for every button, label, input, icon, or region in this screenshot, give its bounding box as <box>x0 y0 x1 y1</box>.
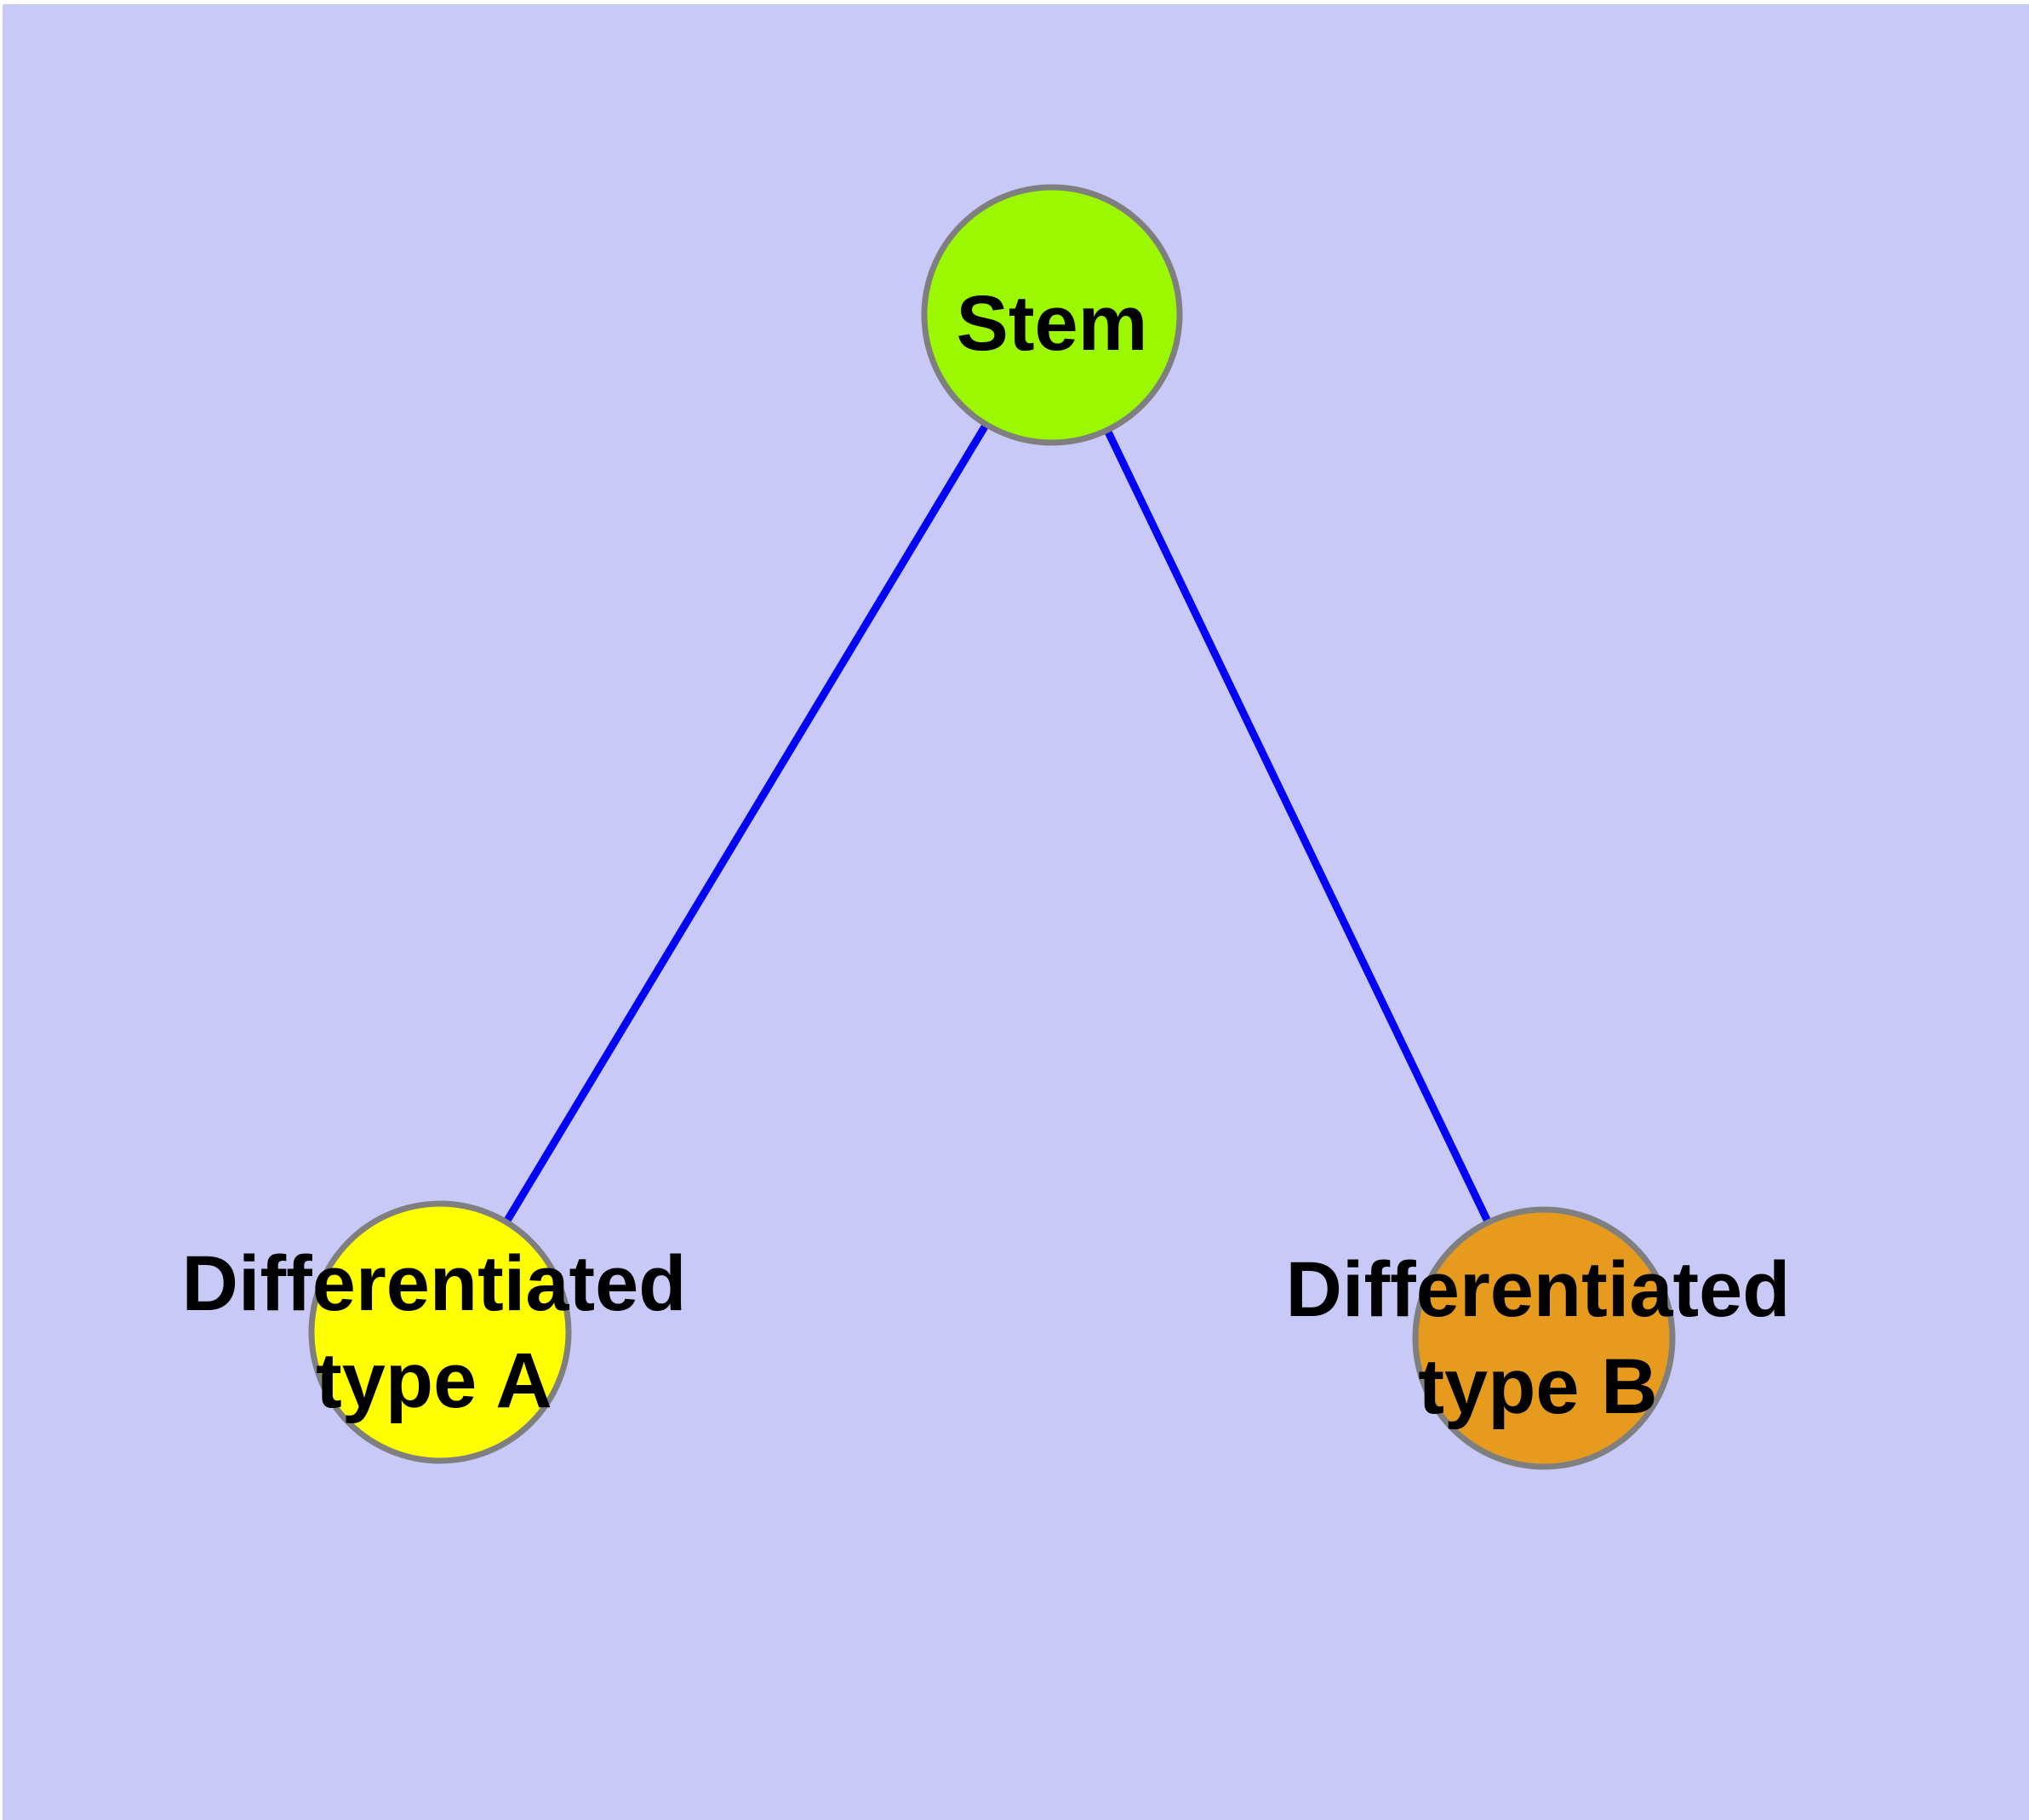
edge-stem-to-type-b <box>1048 313 1548 1340</box>
node-type-b-circle <box>1412 1206 1676 1470</box>
node-type-b-label-line2: type B <box>1418 1343 1657 1430</box>
edge-stem-to-type-a <box>437 312 1055 1335</box>
node-type-b-label-line1: Differentiated <box>1286 1246 1791 1333</box>
node-type-a-circle <box>308 1200 572 1464</box>
node-type-a-label-line1: Differentiated <box>182 1240 687 1327</box>
node-stem-circle <box>921 184 1183 446</box>
node-type-a-label-line2: type A <box>316 1337 552 1424</box>
node-stem-label: Stem <box>957 280 1148 367</box>
